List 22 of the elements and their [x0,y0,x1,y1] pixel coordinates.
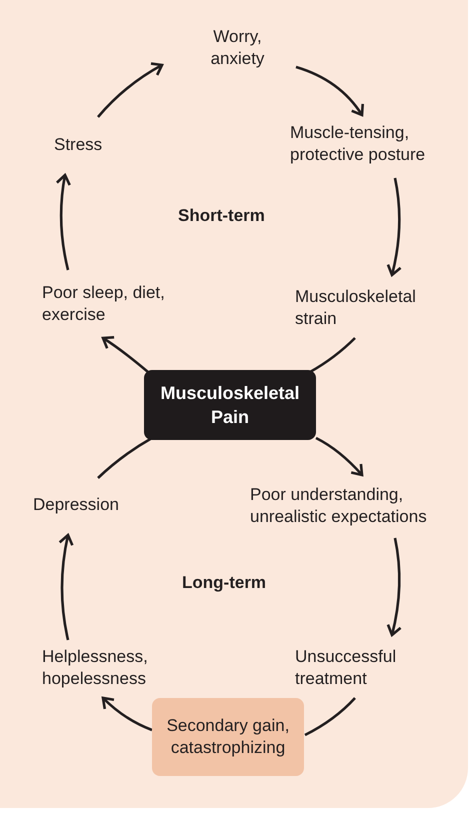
arrow [315,436,364,476]
step-text: Depression [33,492,143,518]
step-box: Musculoskeletal Pain [144,370,316,440]
arrow [56,174,72,270]
step-text: Helplessness, hopelessness [42,642,192,694]
arrow [386,178,402,276]
step-box: Secondary gain, catastrophizing [152,698,304,776]
arrow [296,66,364,116]
step-text: Poor sleep, diet, exercise [42,278,192,330]
step-text: Stress [54,132,114,158]
arrow [97,62,164,118]
arrow [386,538,402,636]
arrow [102,696,152,732]
step-text: Worry, anxiety [190,22,285,74]
arrow [58,534,74,640]
cycle-label: Long-term [182,572,266,594]
step-text: Muscle-tensing, protective posture [290,118,468,170]
step-text: Poor understanding, unrealistic expectations [250,480,468,532]
step-text: Unsuccessful treatment [295,642,425,694]
cycle-label: Short-term [178,205,265,227]
step-text: Musculoskeletal strain [295,282,435,334]
arrow [102,336,149,373]
